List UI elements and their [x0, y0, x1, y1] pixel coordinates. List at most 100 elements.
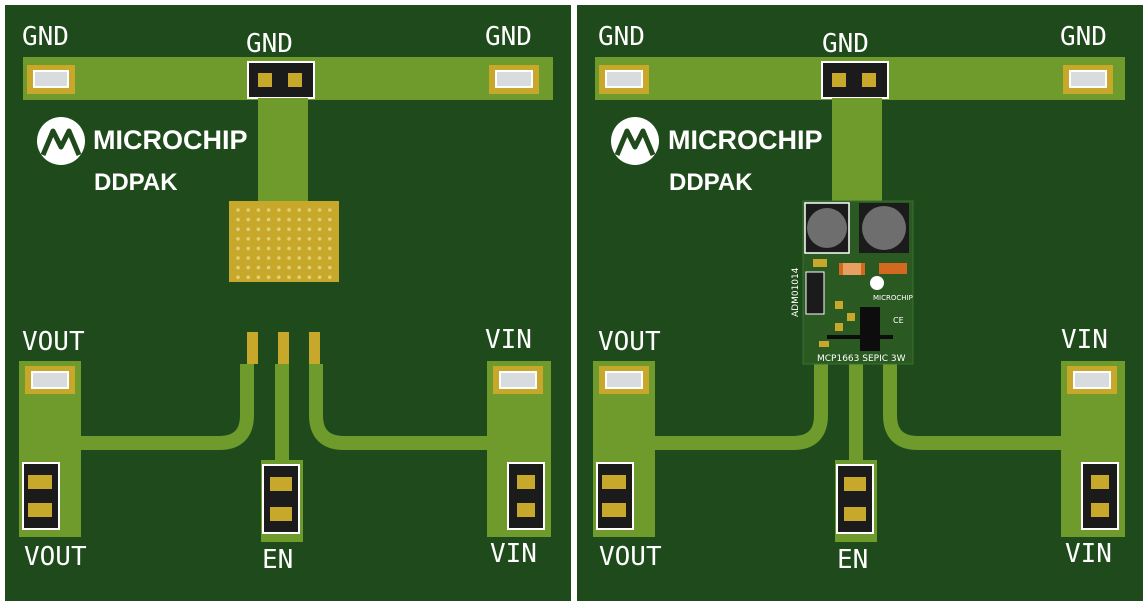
thermal-via: [317, 256, 322, 260]
gnd-header-pin-1: [832, 73, 846, 87]
thermal-via: [328, 227, 332, 231]
gnd-header[interactable]: [247, 61, 315, 99]
vout-header[interactable]: [596, 462, 634, 530]
gnd-header-pin-2: [288, 73, 302, 87]
thermal-via: [256, 208, 261, 212]
vout-header-pin-2: [602, 503, 626, 517]
pcb-board-bare: GND GND GND MICROCHIP DDPAK VOUT VIN VOU…: [5, 5, 571, 601]
thermal-via: [307, 208, 312, 212]
label-vin-bottom: VIN: [1065, 539, 1112, 569]
vout-test-point[interactable]: [605, 371, 643, 389]
thermal-via: [328, 208, 332, 212]
module-part-number: MCP1663 SEPIC 3W: [817, 354, 906, 364]
board-artwork: [19, 57, 553, 542]
vout-header[interactable]: [22, 462, 60, 530]
label-gnd-top-center: GND: [822, 29, 869, 59]
sepic-module[interactable]: CE: [802, 200, 914, 365]
thermal-via: [287, 246, 291, 251]
gnd-test-point-right[interactable]: [495, 70, 533, 88]
vin-header-pin-1: [1091, 475, 1109, 489]
inductor-2-core: [862, 206, 906, 250]
gnd-header-pin-1: [258, 73, 272, 87]
vin-header[interactable]: [1081, 462, 1119, 530]
label-gnd-top-left: GND: [22, 22, 69, 52]
smd-part-4: [819, 341, 829, 347]
thermal-via: [307, 265, 312, 270]
gnd-test-point-left[interactable]: [33, 70, 69, 88]
vin-test-point[interactable]: [499, 371, 537, 389]
vin-header[interactable]: [507, 462, 545, 530]
thermal-via: [256, 256, 261, 260]
thermal-via: [328, 275, 332, 280]
thermal-via: [246, 246, 250, 251]
thermal-via: [297, 217, 302, 222]
vin-test-point[interactable]: [1073, 371, 1111, 389]
inductor-1-core: [807, 208, 847, 248]
thermal-via: [328, 217, 332, 222]
package-label: DDPAK: [669, 169, 753, 196]
smd-part-1: [835, 301, 843, 309]
thermal-via: [328, 265, 332, 270]
thermal-via: [317, 265, 322, 270]
vin-header-pin-2: [517, 503, 535, 517]
gnd-test-point-left[interactable]: [605, 70, 643, 88]
thermal-via: [317, 227, 322, 231]
thermal-via: [246, 256, 250, 260]
thermal-via: [256, 246, 261, 251]
thermal-via: [287, 275, 291, 280]
gnd-trace: [258, 98, 308, 203]
thermal-via: [256, 237, 261, 241]
thermal-via: [256, 275, 261, 280]
thermal-via: [266, 256, 271, 260]
gnd-header[interactable]: [821, 61, 889, 99]
vout-test-point[interactable]: [31, 371, 69, 389]
board-artwork: CE: [593, 57, 1125, 542]
pin-pad-1: [247, 332, 258, 364]
thermal-via: [236, 227, 240, 231]
thermal-via: [277, 227, 281, 231]
thermal-via: [307, 237, 312, 241]
thermal-via: [246, 275, 250, 280]
thermal-via: [236, 256, 240, 260]
thermal-pad: [229, 201, 339, 282]
thermal-via: [236, 275, 240, 280]
module-logo-icon: [870, 276, 884, 290]
en-header-pin-1: [270, 477, 292, 491]
thermal-via: [297, 265, 302, 270]
thermal-via: [287, 208, 291, 212]
resistor-1: [813, 259, 827, 267]
en-header[interactable]: [836, 464, 874, 534]
microchip-logo-icon: [611, 117, 659, 165]
thermal-via: [246, 217, 250, 222]
vout-header-pin-2: [28, 503, 52, 517]
gnd-test-point-right[interactable]: [1069, 70, 1107, 88]
thermal-via: [297, 237, 302, 241]
module-part-number-side: ADM01014: [791, 267, 801, 317]
thermal-via: [277, 217, 281, 222]
thermal-via: [277, 275, 281, 280]
thermal-via: [236, 265, 240, 270]
label-vin-bottom: VIN: [490, 539, 537, 569]
en-header[interactable]: [262, 464, 300, 534]
thermal-via: [317, 217, 322, 222]
vin-header-pin-2: [1091, 503, 1109, 517]
smd-part-3: [835, 323, 843, 331]
thermal-via: [287, 237, 291, 241]
en-header-pin-2: [270, 507, 292, 521]
gnd-header-pin-2: [862, 73, 876, 87]
label-gnd-top-left: GND: [598, 22, 645, 52]
label-gnd-top-right: GND: [485, 22, 532, 52]
smd-part-2: [847, 313, 855, 321]
capacitor-2: [879, 263, 907, 274]
thermal-via: [307, 275, 312, 280]
module-brand: MICROCHIP: [873, 294, 913, 302]
thermal-via: [256, 227, 261, 231]
thermal-via: [307, 227, 312, 231]
package-label: DDPAK: [94, 169, 178, 196]
thermal-via: [236, 208, 240, 212]
label-gnd-top-center: GND: [246, 29, 293, 59]
thermal-via: [277, 256, 281, 260]
thermal-via: [277, 246, 281, 251]
thermal-via: [307, 256, 312, 260]
thermal-via: [297, 256, 302, 260]
